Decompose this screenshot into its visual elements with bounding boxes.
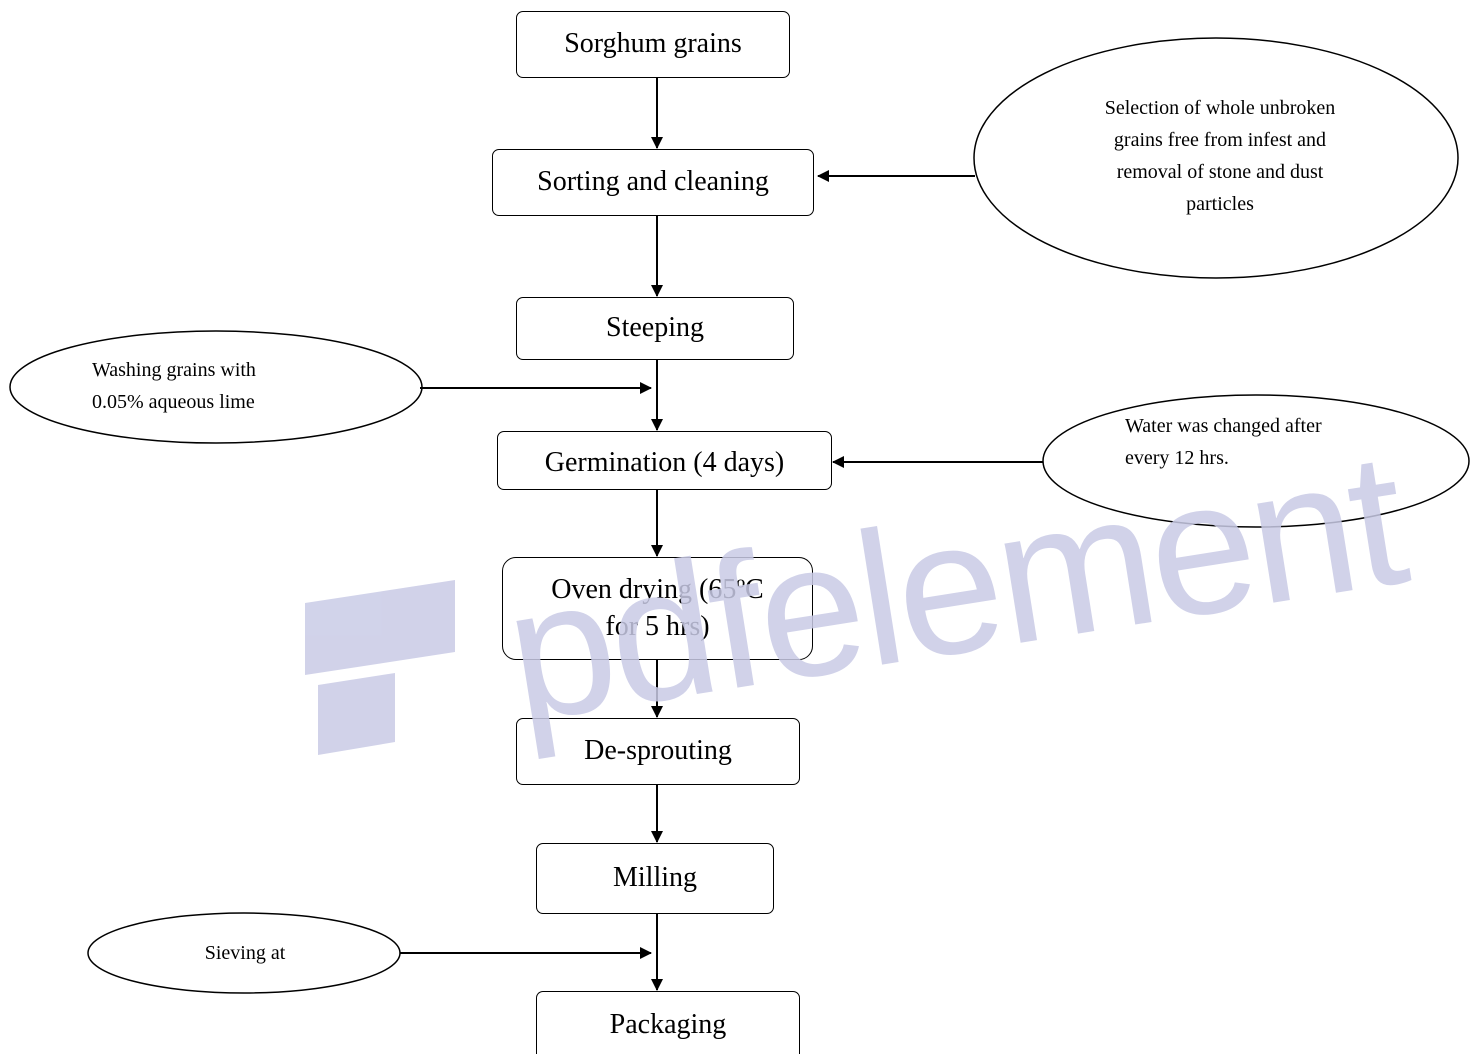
step-milling: Milling xyxy=(536,843,774,914)
step-sorghum-grains: Sorghum grains xyxy=(516,11,790,78)
note-ellipse-water xyxy=(1042,394,1470,528)
note-ellipse-sieving xyxy=(87,912,401,994)
note-ellipse-washing xyxy=(9,330,423,444)
note-washing-text: Washing grains with 0.05% aqueous lime xyxy=(92,359,256,413)
note-water-text: Water was changed after every 12 hrs. xyxy=(1125,415,1322,469)
step-de-sprouting: De-sprouting xyxy=(516,718,800,785)
note-ellipse-sorting xyxy=(973,37,1459,279)
note-sorting-text: Selection of whole unbroken grains free … xyxy=(1104,97,1336,215)
step-germination: Germination (4 days) xyxy=(497,431,832,490)
note-sieving-text: Sieving at xyxy=(204,942,286,964)
step-sorting-and-cleaning: Sorting and cleaning xyxy=(492,149,814,216)
step-steeping: Steeping xyxy=(516,297,794,360)
step-oven-drying: Oven drying (65ºC for 5 hrs) xyxy=(502,557,813,660)
step-packaging: Packaging xyxy=(536,991,800,1054)
